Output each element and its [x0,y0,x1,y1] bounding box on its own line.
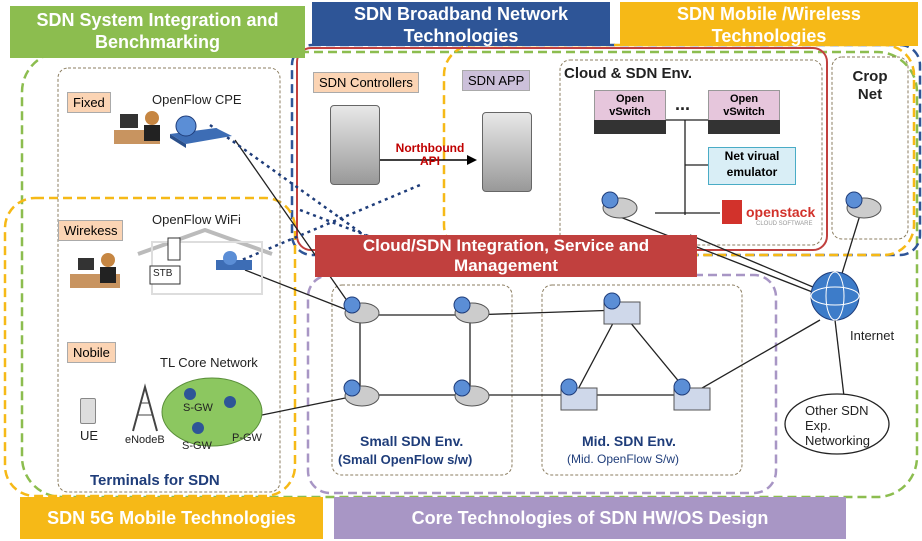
openstack-logo-icon [722,200,742,224]
mid-switch-1-icon [598,292,644,326]
openflow-wifi-label: OpenFlow WiFi [152,212,241,227]
crop-net-box [831,56,909,240]
internet-globe-icon [806,270,864,322]
small-sdn-env-box [331,284,513,476]
mobile-tag: Nobile [67,342,116,363]
stb-label: STB [153,268,173,279]
openflow-cpe-device-icon [166,112,236,150]
pgw-label: P-GW [232,432,262,444]
sdn-app-tag: SDN APP [462,70,531,91]
net-emulator-box: Net virual emulator [708,147,796,185]
openstack-sub-label: CLOUD SOFTWARE [756,221,813,227]
broadband-banner: SDN Broadband Network Technologies [312,2,610,46]
cloud-env-box [559,59,823,246]
ovs1-hardware-icon [594,120,666,134]
system-integration-banner: SDN System Integration and Benchmarking [10,6,305,58]
mid-sdn-env-box [541,284,743,476]
sdn-controllers-tag: SDN Controllers [313,72,419,93]
wireless-user-icon [68,248,128,293]
small-router-3-icon [340,378,380,408]
app-server-icon [482,112,532,192]
northbound-api-label: Northbound API [395,141,465,169]
mid-switch-3-icon [668,378,714,412]
mid-env-subtitle: (Mid. OpenFlow S/w) [567,452,680,466]
mid-switch-2-icon [555,378,601,412]
cloud-integration-banner: Cloud/SDN Integration, Service and Manag… [315,235,697,277]
terminals-title: Terminals for SDN [90,472,220,489]
other-sdn-label: Other SDN Exp. Networking [805,403,871,448]
openflow-cpe-label: OpenFlow CPE [152,92,242,107]
cloud-env-title: Cloud & SDN Env. [564,65,693,82]
terminals-box [57,67,281,493]
small-router-4-icon [450,378,490,408]
openstack-label: openstack [746,204,816,220]
ovs2-hardware-icon [708,120,780,134]
home-wifi-icon [130,228,280,298]
fixed-tag: Fixed [67,92,111,113]
small-env-subtitle: (Small OpenFlow s/w) [338,452,473,467]
wireless-tag: Wirekess [58,220,124,241]
cloud-router-icon [598,190,638,220]
mid-env-title: Mid. SDN Env. [582,433,676,449]
phone-icon [80,398,96,424]
tl-core-network-label: TL Core Network [160,355,258,370]
crop-router-icon [842,190,882,220]
small-env-title: Small SDN Env. [360,433,464,449]
5g-mobile-banner: SDN 5G Mobile Technologies [20,497,323,539]
small-router-1-icon [340,295,380,325]
sgw2-label: S-GW [182,440,212,452]
ue-label: UE [80,428,99,443]
enodeb-label: eNodeB [125,434,165,446]
5g-mobile-region [3,196,297,498]
fixed-user-icon [112,108,172,150]
core-technologies-banner: Core Technologies of SDN HW/OS Design [334,497,846,539]
enodeb-tower-icon [125,383,165,433]
internet-label: Internet [850,328,895,343]
ovs-ellipsis: ... [675,94,691,114]
core-network-cloud-icon [160,372,265,450]
other-sdn-cloud-icon [782,390,892,458]
controller-server-icon [330,105,380,185]
mobile-wireless-banner: SDN Mobile /Wireless Technologies [620,2,918,46]
sgw1-label: S-GW [183,402,213,414]
crop-net-title: Crop Net [852,68,888,103]
small-router-2-icon [450,295,490,325]
